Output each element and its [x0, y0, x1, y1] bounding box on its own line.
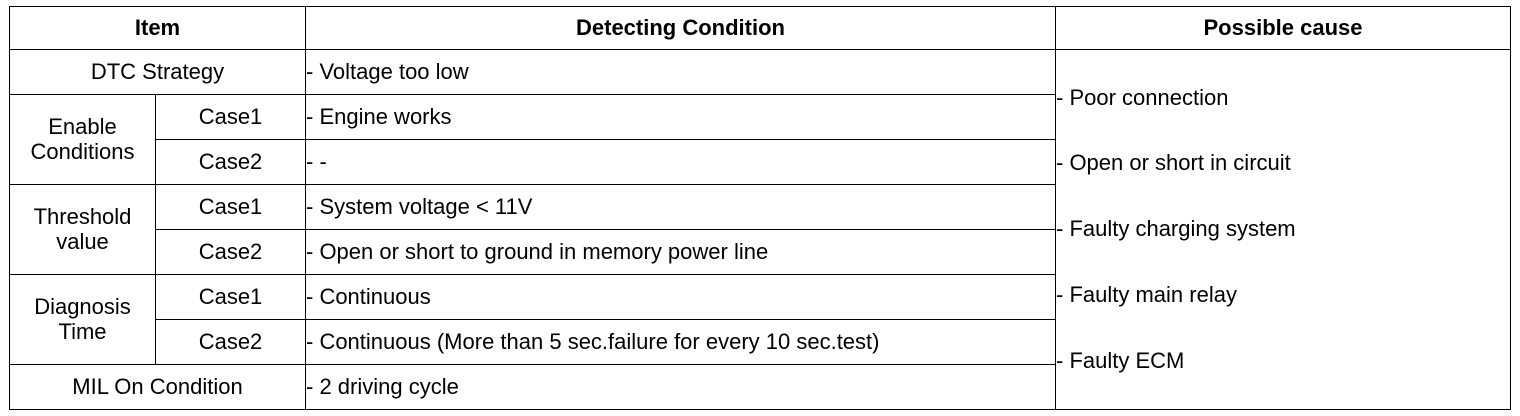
cause-item: - Faulty ECM — [1056, 347, 1185, 373]
cause-item: - Open or short in circuit — [1056, 150, 1291, 176]
enable-conditions-label-line2: Conditions — [30, 138, 135, 164]
table-row: Case2 - Continuous (More than 5 sec.fail… — [10, 319, 1511, 365]
table-row: Case2 - - — [10, 139, 1511, 185]
diagnosis-time-label-line2: Time — [58, 318, 107, 344]
header-item: Item — [9, 6, 306, 50]
header-possible-cause: Possible cause — [1055, 6, 1511, 50]
table-row: DTC Strategy - Voltage too low - Poor co… — [9, 49, 1511, 410]
enable-conditions-label-line1: Enable — [48, 113, 117, 139]
threshold-case2-condition: - Open or short to ground in memory powe… — [305, 229, 1056, 275]
dtc-strategy-condition: - Voltage too low — [305, 49, 1056, 95]
header-detecting-condition: Detecting Condition — [305, 6, 1056, 50]
dtc-table: Item Detecting Condition Possible cause … — [9, 6, 1511, 410]
enable-conditions-label: Enable Conditions — [9, 94, 156, 185]
mil-on-condition-value: - 2 driving cycle — [305, 364, 1056, 410]
table-row: MIL On Condition - 2 driving cycle — [9, 364, 1511, 410]
threshold-case1-label: Case1 — [155, 184, 306, 230]
enable-case1-label: Case1 — [155, 94, 306, 140]
header-row: Item Detecting Condition Possible cause — [9, 6, 1511, 50]
threshold-case1-condition: - System voltage < 11V — [305, 184, 1056, 230]
threshold-value-label-line1: Threshold — [33, 203, 132, 229]
dtc-strategy-label: DTC Strategy — [9, 49, 306, 95]
enable-case1-condition: - Engine works — [305, 94, 1056, 140]
threshold-value-label: Threshold value — [9, 184, 156, 275]
diagnosis-case2-label: Case2 — [155, 319, 306, 365]
enable-case2-label: Case2 — [155, 139, 306, 185]
mil-on-condition-label: MIL On Condition — [9, 364, 306, 410]
threshold-value-label-line2: value — [56, 228, 109, 254]
table-row: Diagnosis Time Case1 - Continuous — [9, 274, 1511, 365]
possible-causes-cell: - Poor connection - Open or short in cir… — [1055, 49, 1511, 410]
enable-case2-condition: - - — [305, 139, 1056, 185]
possible-causes-list: - Poor connection - Open or short in cir… — [1056, 84, 1510, 374]
diagnosis-case1-label: Case1 — [155, 274, 306, 320]
cause-item: - Poor connection — [1056, 84, 1229, 110]
table-row: Enable Conditions Case1 - Engine works — [9, 94, 1511, 185]
table-row: Case2 - Open or short to ground in memor… — [10, 229, 1511, 275]
diagnosis-case2-condition: - Continuous (More than 5 sec.failure fo… — [305, 319, 1056, 365]
cause-item: - Faulty main relay — [1056, 282, 1237, 308]
diagnosis-time-label-line1: Diagnosis — [34, 293, 131, 319]
threshold-case2-label: Case2 — [155, 229, 306, 275]
cause-item: - Faulty charging system — [1056, 216, 1296, 242]
diagnosis-time-label: Diagnosis Time — [9, 274, 156, 365]
table-row: Threshold value Case1 - System voltage <… — [9, 184, 1511, 275]
diagnosis-case1-condition: - Continuous — [305, 274, 1056, 320]
